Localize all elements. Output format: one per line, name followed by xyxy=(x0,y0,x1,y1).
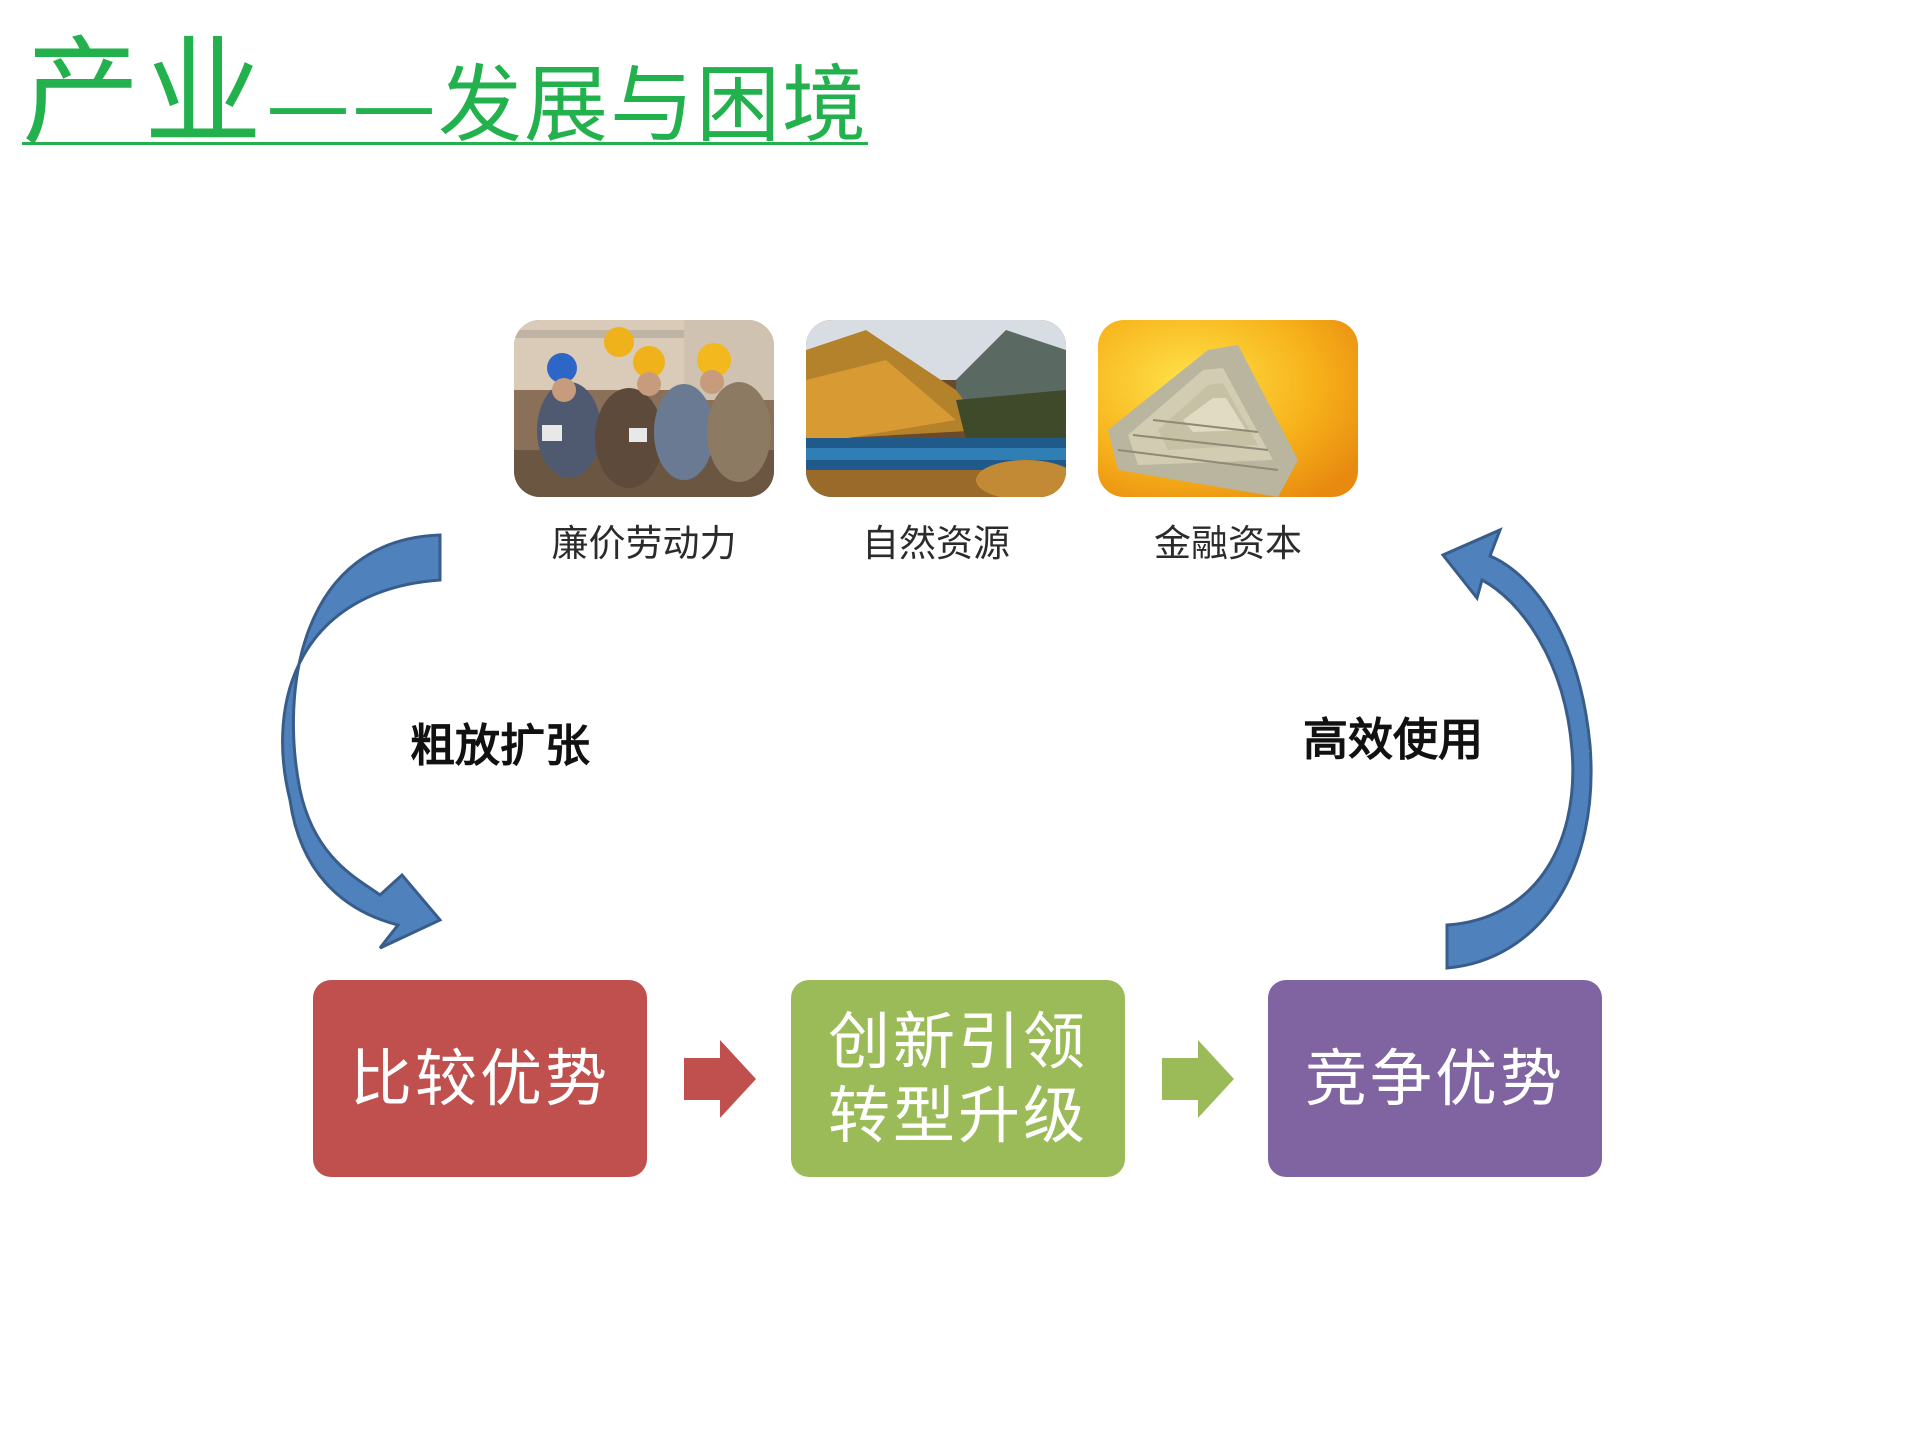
caption-natural-resources: 自然资源 xyxy=(862,522,1010,565)
stage-innovation-upgrade: 创新引领 转型升级 xyxy=(791,980,1125,1177)
slide-title: 产业——发展与困境 xyxy=(22,28,868,158)
right-curved-arrow xyxy=(1440,527,1593,970)
caption-financial-capital: 金融资本 xyxy=(1154,522,1302,565)
construction-workers-photo xyxy=(514,320,774,497)
mountain-lake-landscape-photo xyxy=(806,320,1066,497)
stage-3-line-1: 竞争优势 xyxy=(1304,1041,1565,1115)
stage-competitive-advantage: 竞争优势 xyxy=(1268,980,1602,1177)
title-sub: 发展与困境 xyxy=(438,56,869,154)
stage-1-line-1: 比较优势 xyxy=(349,1041,610,1115)
money-stack-pyramid-photo xyxy=(1098,320,1358,497)
arrow-right-red xyxy=(684,1040,756,1118)
label-extensive-expansion: 粗放扩张 xyxy=(410,719,591,772)
label-efficient-use: 高效使用 xyxy=(1303,713,1484,766)
caption-cheap-labor: 廉价劳动力 xyxy=(551,522,737,565)
title-dash: —— xyxy=(266,56,439,154)
left-curved-arrow xyxy=(281,533,443,950)
stage-comparative-advantage: 比较优势 xyxy=(313,980,647,1177)
title-main: 产业 xyxy=(22,24,267,162)
stage-2-line-1: 创新引领 xyxy=(827,1004,1088,1078)
arrow-right-green xyxy=(1162,1040,1234,1118)
right-arc-marker xyxy=(1575,738,1590,752)
stage-2-line-2: 转型升级 xyxy=(827,1078,1088,1152)
